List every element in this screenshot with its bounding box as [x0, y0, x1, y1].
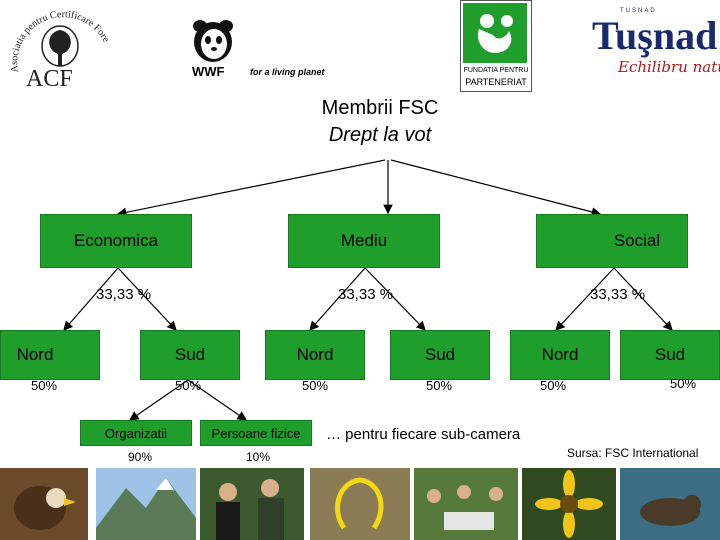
subchamber-share: 50%	[302, 378, 329, 393]
chamber-economica: Economica	[40, 214, 192, 268]
fp-text-2: PARTENERIAT	[465, 77, 527, 87]
chamber-label: Social	[613, 231, 661, 250]
subchamber-note: … pentru fiecare sub-camera	[326, 426, 521, 443]
fp-text-1: FUNDATIA PENTRU	[463, 67, 529, 74]
wwf-logo: WWF for a living planet	[188, 16, 348, 86]
subchamber-label: Nord	[16, 345, 54, 364]
subchamber-label: Sud	[174, 345, 206, 364]
diagram-title: Membrii FSC	[321, 97, 439, 119]
subchamber-economica-nord: Nord	[0, 330, 100, 380]
member-type-share: 10%	[246, 450, 271, 464]
tusnad-top: TUSNAD	[620, 8, 657, 14]
chamber-share-mediu: 33,33 %	[338, 286, 394, 303]
chamber-mediu: Mediu	[288, 214, 440, 268]
chamber-label: Mediu	[340, 231, 388, 250]
subchamber-label: Nord	[541, 345, 579, 364]
subchamber-social-nord: Nord	[510, 330, 610, 380]
eagle-photo	[0, 468, 88, 540]
mountain-photo	[96, 468, 196, 540]
acf-logo: Asociatia pentru Certificare Forestiera …	[2, 0, 116, 94]
wwf-tagline: for a living planet	[250, 67, 325, 77]
group-photo	[414, 468, 518, 540]
subchamber-share: 50%	[31, 378, 58, 393]
diagram-subtitle: Drept la vot	[328, 124, 432, 146]
subchamber-social-sud: Sud	[620, 330, 720, 380]
tusnad-script: Echilibru natural	[618, 58, 720, 76]
member-type-organizatii: Organizatii	[80, 420, 192, 446]
member-type-label: Persoane fizice	[211, 425, 301, 441]
subchamber-share: 50%	[670, 376, 697, 391]
tusnad-logo: TUSNAD Tuşnad Echilibru natural	[590, 8, 720, 84]
subchamber-share: 50%	[426, 378, 453, 393]
subchamber-label: Nord	[296, 345, 334, 364]
member-type-label: Organizatii	[104, 425, 168, 441]
tusnad-name: Tuşnad	[592, 13, 718, 58]
chamber-label: Economica	[73, 231, 159, 250]
subchamber-share: 50%	[175, 378, 202, 393]
member-type-share: 90%	[128, 450, 153, 464]
people-photo	[200, 468, 304, 540]
chamber-social: Social	[536, 214, 688, 268]
chamber-share-economica: 33,33 %	[96, 286, 152, 303]
fsc-tree-photo	[310, 468, 410, 540]
flower-photo	[522, 468, 616, 540]
member-type-persoane-fizice: Persoane fizice	[200, 420, 312, 446]
subchamber-mediu-nord: Nord	[265, 330, 365, 380]
subchamber-label: Sud	[654, 345, 686, 364]
subchamber-economica-sud: Sud	[140, 330, 240, 380]
otter-photo	[620, 468, 720, 540]
subchamber-mediu-sud: Sud	[390, 330, 490, 380]
subchamber-label: Sud	[424, 345, 456, 364]
chamber-share-social: 33,33 %	[590, 286, 646, 303]
subchamber-share: 50%	[540, 378, 567, 393]
acf-name: ACF	[26, 66, 73, 92]
wwf-name: WWF	[192, 64, 225, 79]
fundatia-parteneriat-logo: FUNDATIA PENTRU PARTENERIAT	[460, 0, 532, 92]
source-note: Sursa: FSC International	[567, 446, 699, 460]
